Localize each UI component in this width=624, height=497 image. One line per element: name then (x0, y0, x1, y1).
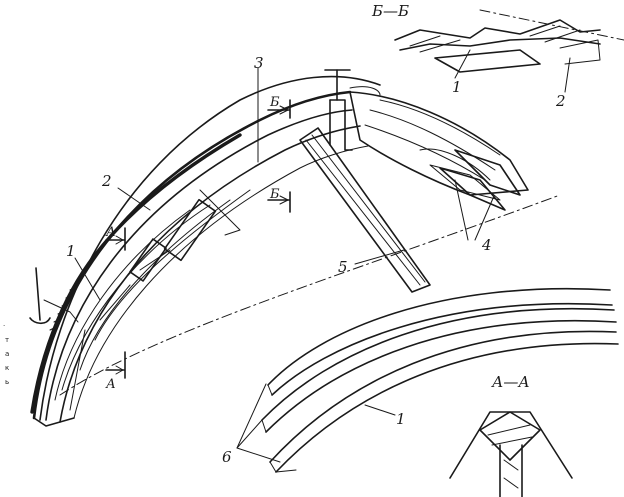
cut-label-b-lower: Б (269, 187, 280, 202)
callout-5: 5 (338, 258, 348, 276)
callout-3: 3 (254, 54, 264, 72)
callout-2-section: 2 (555, 92, 566, 110)
side-fragment-2: а (5, 350, 9, 358)
callout-1-strips: 1 (396, 410, 406, 428)
section-aa-title: А—А (491, 373, 530, 391)
frame-tick-marks (49, 286, 77, 331)
callout-4: 4 (481, 236, 492, 254)
cut-label-b-upper: Б (269, 95, 280, 110)
side-fragment-4: ь (5, 378, 9, 386)
cut-mark-a-lower (105, 351, 126, 379)
cut-label-a-lower: А (105, 377, 116, 392)
loose-strips (261, 287, 619, 473)
callout-2: 2 (101, 172, 112, 190)
side-dot: . (3, 320, 5, 328)
side-fragment-1: т (5, 336, 9, 344)
cut-label-a-upper: А (105, 225, 116, 240)
section-aa (449, 411, 573, 497)
outer-template-arc (39, 75, 381, 421)
section-bb-title: Б—Б (371, 2, 409, 20)
callout-1-section: 1 (452, 78, 462, 96)
side-fragment-3: к (5, 364, 9, 372)
hammer-icon (29, 267, 79, 325)
frame-clamps (129, 189, 241, 282)
screw-clamp (324, 69, 381, 151)
cut-mark-b-upper (267, 99, 291, 119)
cut-mark-b-lower (267, 191, 291, 213)
leader-lines (74, 67, 495, 463)
outer-lamination-strip (30, 133, 242, 414)
section-bb (394, 9, 624, 93)
cut-mark-a-upper (105, 227, 126, 251)
dash-dot-baseline (59, 194, 561, 396)
callout-6: 6 (222, 448, 232, 466)
callout-1: 1 (66, 242, 76, 260)
bending-mould (349, 91, 529, 211)
support-strut (299, 127, 431, 293)
